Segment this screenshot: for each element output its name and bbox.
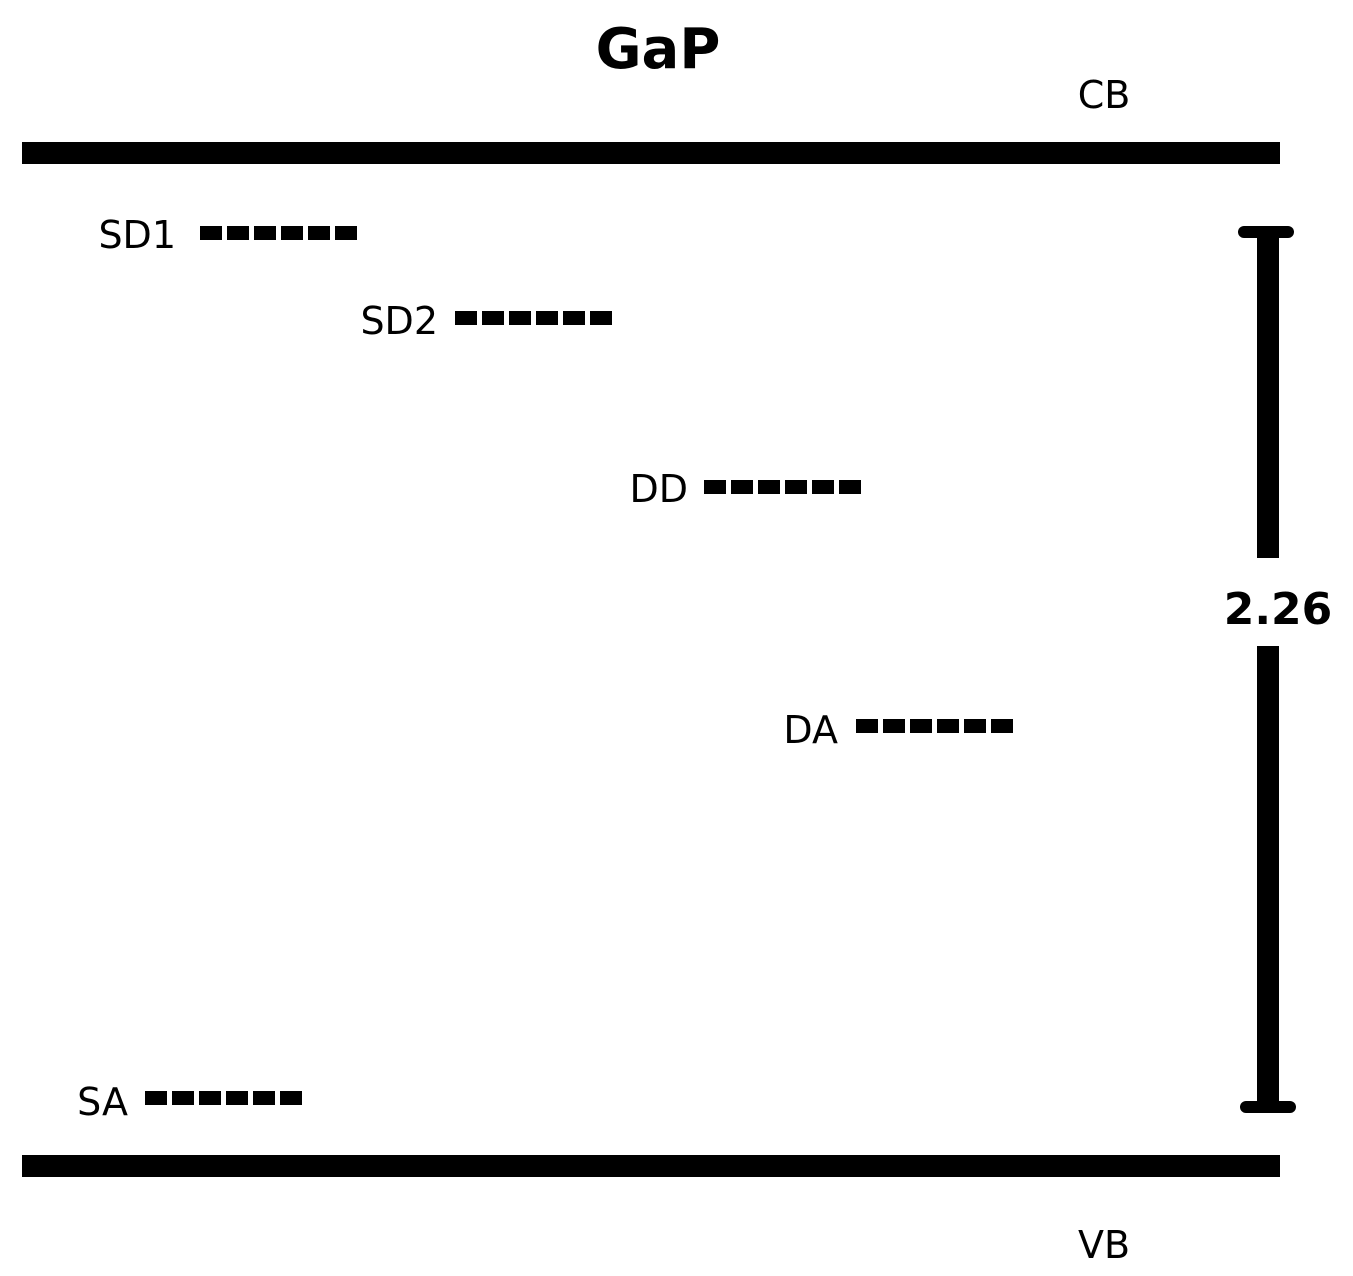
level-dashes-sd2 xyxy=(455,311,612,325)
level-label-dd: DD xyxy=(629,467,688,511)
band-gap-marker: 2.26 xyxy=(1224,226,1333,1113)
energy-level-sd2: SD2 xyxy=(360,299,612,343)
valence-band-label: VB xyxy=(1078,1223,1130,1267)
level-dashes-dd xyxy=(704,480,861,494)
energy-level-dd: DD xyxy=(629,467,861,511)
valence-band-line xyxy=(22,1155,1280,1177)
diagram-title: GaP xyxy=(596,17,721,82)
band-gap-value: 2.26 xyxy=(1224,584,1333,635)
level-label-sd1: SD1 xyxy=(98,213,176,257)
energy-level-sd1: SD1 xyxy=(98,213,357,257)
energy-level-sa: SA xyxy=(77,1080,302,1124)
level-label-sa: SA xyxy=(77,1080,128,1124)
level-dashes-da xyxy=(856,719,1013,733)
conduction-band-label: CB xyxy=(1078,73,1131,117)
level-dashes-sa xyxy=(145,1091,302,1105)
level-label-da: DA xyxy=(783,708,838,752)
band-gap-upper-bar xyxy=(1257,232,1279,558)
band-gap-lower-bar xyxy=(1257,646,1279,1107)
energy-level-da: DA xyxy=(783,708,1013,752)
level-dashes-sd1 xyxy=(200,226,357,240)
band-gap-bottom-cap xyxy=(1240,1101,1296,1113)
conduction-band-line xyxy=(22,142,1280,164)
level-label-sd2: SD2 xyxy=(360,299,438,343)
